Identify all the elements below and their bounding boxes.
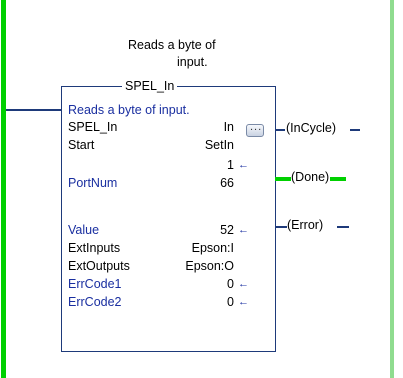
live-value-arrow-icon: ← <box>238 159 249 171</box>
rung-wire-left <box>6 109 62 111</box>
row-value-spel-in[interactable]: In <box>223 120 234 134</box>
instruction-title: SPEL_In <box>122 79 178 93</box>
row-label-errcode2: ErrCode2 <box>68 295 122 309</box>
errcode2-arrow-icon: ← <box>238 296 249 308</box>
left-power-rail <box>1 0 6 378</box>
row-value-value: 52 <box>220 223 234 237</box>
output-wire-done <box>275 177 291 181</box>
instruction-description: Reads a byte of input. <box>68 103 190 117</box>
output-wire-incycle <box>275 129 285 131</box>
row-value-errcode1: 0 <box>227 277 234 291</box>
row-label-extoutputs: ExtOutputs <box>68 259 130 273</box>
rung-comment-line-2: input. <box>177 55 208 69</box>
output-incycle: (InCycle) <box>286 121 337 135</box>
row-value-extinputs[interactable]: Epson:I <box>191 241 234 255</box>
row-label-portnum: PortNum <box>68 176 118 190</box>
row-value-portnum[interactable]: 66 <box>220 176 234 190</box>
output-done: (Done) <box>291 170 330 184</box>
output-wire-done-tail <box>330 177 346 181</box>
row-label-extinputs: ExtInputs <box>68 241 121 255</box>
row-value-extoutputs[interactable]: Epson:O <box>185 259 234 273</box>
rung-comment-line-1: Reads a byte of <box>128 38 216 52</box>
properties-ellipsis-button[interactable]: ... <box>246 121 264 137</box>
row-label-spel-in: SPEL_In <box>68 120 118 134</box>
row-value-start-live: 1 <box>227 158 234 172</box>
right-power-rail <box>390 0 394 378</box>
output-wire-incycle-tail <box>350 129 360 131</box>
instruction-name: SPEL_In <box>125 79 175 93</box>
output-wire-error <box>275 226 287 228</box>
output-error: (Error) <box>287 218 324 232</box>
row-label-start: Start <box>68 138 95 152</box>
row-value-start[interactable]: SetIn <box>204 138 234 152</box>
row-label-errcode1: ErrCode1 <box>68 277 122 291</box>
value-arrow-icon: ← <box>238 224 249 236</box>
spel-in-instruction-block[interactable] <box>61 86 276 352</box>
output-wire-error-tail <box>337 226 349 228</box>
ellipsis-icon: ... <box>250 121 263 133</box>
row-label-value: Value <box>68 223 100 237</box>
row-value-errcode2: 0 <box>227 295 234 309</box>
errcode1-arrow-icon: ← <box>238 278 249 290</box>
